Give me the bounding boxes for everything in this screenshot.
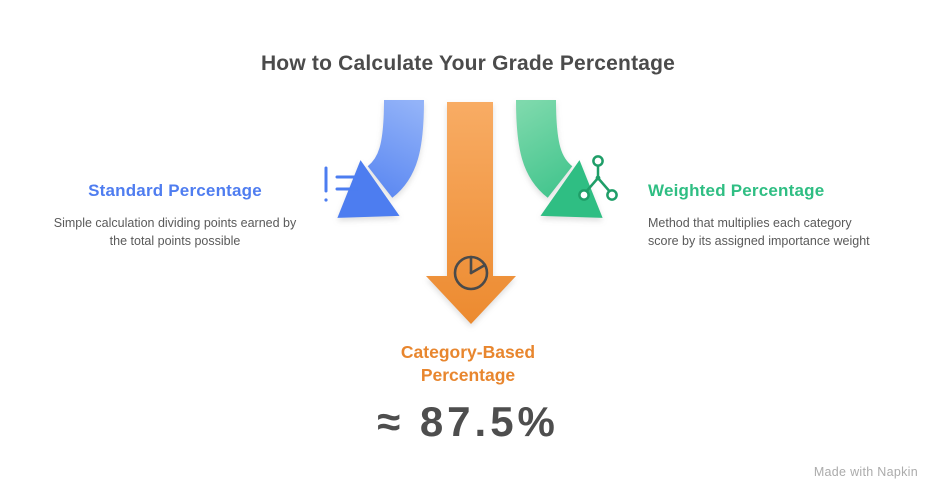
standard-percentage-description: Simple calculation dividing points earne… <box>53 216 297 249</box>
weighted-percentage-description: Method that multiplies each category sco… <box>648 216 870 249</box>
molecule-icon <box>578 155 618 201</box>
weighted-percentage-label: Weighted Percentage <box>648 181 825 200</box>
category-percentage-label: Category-Based Percentage <box>400 342 536 386</box>
down-arrow-center <box>426 102 516 324</box>
diagram-title: How to Calculate Your Grade Percentage <box>260 52 676 75</box>
curved-arrow-right <box>516 99 603 218</box>
curved-arrow-left <box>337 99 424 218</box>
not-equal-icon <box>324 166 359 202</box>
napkin-watermark: Made with Napkin <box>813 465 918 479</box>
standard-percentage-label: Standard Percentage <box>88 181 262 200</box>
branch-standard: Standard Percentage Simple calculation d… <box>45 181 305 250</box>
category-example-text: ≈ 87.5% <box>377 398 559 445</box>
branch-weighted: Weighted Percentage Method that multipli… <box>648 181 876 250</box>
pie-chart-icon <box>453 255 489 291</box>
